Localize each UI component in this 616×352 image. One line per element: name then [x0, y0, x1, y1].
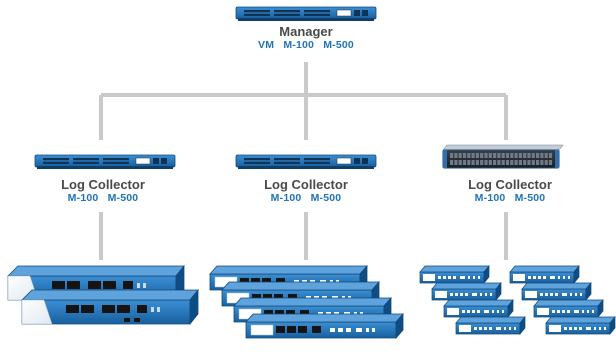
manager-title: Manager	[279, 24, 333, 39]
drive-bay	[480, 153, 484, 158]
drive-bay	[523, 160, 527, 165]
drive-bay	[527, 160, 531, 165]
drive-bay	[471, 153, 475, 158]
drive-bay	[450, 153, 454, 158]
manager-model-label: M-500	[323, 39, 354, 51]
firewall-appliance-icon	[431, 282, 502, 301]
manager-device-icon	[235, 6, 377, 22]
drive-bay	[514, 160, 518, 165]
log-collector-model-label: M-100	[270, 192, 302, 204]
drive-bay	[493, 160, 497, 165]
drive-bay	[462, 153, 467, 158]
drive-bay	[475, 160, 479, 165]
drive-bay	[488, 153, 492, 158]
log-collector-model-label: M-100	[474, 192, 506, 204]
firewall-appliance-icon	[545, 316, 616, 335]
firewall-appliance-icon	[443, 299, 514, 318]
drive-bay	[540, 160, 544, 165]
manager-model-label: M-100	[283, 39, 315, 51]
drive-bay	[450, 160, 454, 165]
log-collector-models: M-100 M-500	[468, 192, 552, 205]
connector-lines	[99, 62, 508, 260]
log-collector-title: Log Collector	[468, 177, 552, 192]
drive-bay	[471, 160, 475, 165]
log-collector-3-caption: Log Collector M-100 M-500	[468, 177, 552, 205]
log-collector-title: Log Collector	[61, 177, 145, 192]
drive-bay	[505, 153, 510, 158]
manager-model-label: VM	[258, 39, 275, 51]
firewall-group-3	[419, 265, 616, 335]
drive-bay	[467, 160, 471, 165]
firewall-appliance-icon	[533, 299, 604, 318]
drive-bay	[536, 153, 540, 158]
drive-bay	[475, 153, 479, 158]
drive-bay	[544, 153, 548, 158]
drive-bay	[488, 160, 492, 165]
drive-bay	[458, 153, 462, 158]
firewall-appliance-icon	[521, 282, 592, 301]
drive-bay	[518, 160, 522, 165]
log-collector-model-label: M-500	[310, 192, 342, 204]
log-collector-title: Log Collector	[264, 177, 348, 192]
drive-bay	[514, 153, 518, 158]
drive-bay	[531, 153, 535, 158]
drive-bay	[484, 153, 488, 158]
drive-bay	[531, 160, 535, 165]
drive-bay	[467, 153, 471, 158]
firewall-appliance-icon	[419, 265, 490, 284]
firewall-appliance-icon	[509, 265, 580, 284]
firewall-group-2	[209, 265, 404, 339]
drive-bay	[540, 153, 544, 158]
drive-bay	[518, 153, 522, 158]
drive-bay	[548, 160, 553, 165]
drive-bay	[505, 160, 510, 165]
log-collector-models: M-100 M-500	[61, 192, 145, 205]
manager-models: VM M-100 M-500	[255, 39, 357, 52]
drive-bay	[454, 153, 458, 158]
firewall-appliance-icon	[245, 313, 404, 339]
log-collector-2-device-icon	[235, 154, 377, 170]
drive-bay	[458, 160, 462, 165]
drive-bay	[527, 153, 531, 158]
firewall-group-1	[7, 265, 199, 325]
drive-bay	[497, 160, 501, 165]
drive-bay	[484, 160, 488, 165]
log-collector-1-device-icon	[34, 154, 176, 170]
drive-bay	[544, 160, 548, 165]
log-collector-model-label: M-100	[67, 192, 99, 204]
firewall-appliance-icon	[21, 289, 199, 325]
drive-bay	[480, 160, 484, 165]
log-collector-2-caption: Log Collector M-100 M-500	[264, 177, 348, 205]
log-collector-1-caption: Log Collector M-100 M-500	[61, 177, 145, 205]
log-collector-model-label: M-500	[107, 192, 139, 204]
log-collector-model-label: M-500	[514, 192, 546, 204]
drive-bay	[501, 160, 505, 165]
drive-bay	[548, 153, 553, 158]
log-collector-models: M-100 M-500	[264, 192, 348, 205]
drive-bay	[462, 160, 467, 165]
drive-bay	[510, 153, 514, 158]
drive-bay	[523, 153, 527, 158]
log-collector-3-server-icon	[442, 144, 564, 169]
drive-bay	[493, 153, 497, 158]
manager-caption: Manager VM M-100 M-500	[255, 24, 357, 52]
drive-bay	[497, 153, 501, 158]
drive-bay	[501, 153, 505, 158]
firewall-appliance-icon	[455, 316, 526, 335]
drive-bay	[454, 160, 458, 165]
drive-bay	[536, 160, 540, 165]
drive-bay	[510, 160, 514, 165]
